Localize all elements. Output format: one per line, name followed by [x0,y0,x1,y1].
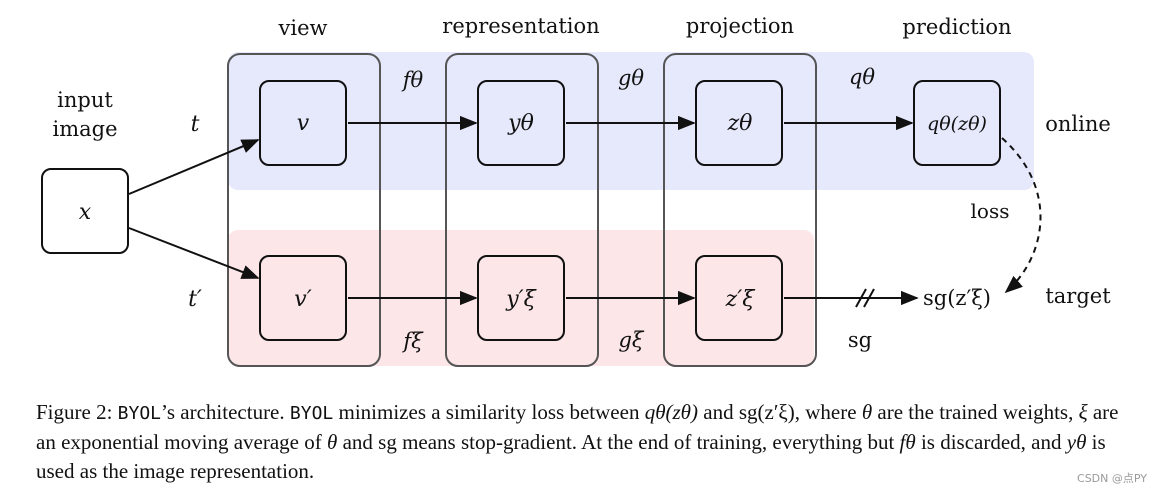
projection-column-frame [663,53,817,367]
caption-text-8: means stop-gradient. At the end of train… [396,430,900,454]
online-band [228,52,1034,190]
label-q-theta: qθ [849,65,875,89]
node-v-prime-label: v′ [294,287,311,312]
caption-expr-q: qθ(zθ) [644,400,698,424]
node-sg-label: sg(z′ξ) [923,286,991,310]
caption-prefix: Figure 2: [36,400,118,424]
stop-gradient-slash-1 [855,288,867,308]
node-v-box [259,80,347,166]
caption-text-10: is used as the image representation. [36,430,1106,483]
caption-text-2: minimizes a similarity loss between [333,400,645,424]
figure-caption: Figure 2: BYOL’s architecture. BYOL mini… [36,398,1126,486]
column-title-representation: representation [442,14,599,38]
caption-text-1: ’s architecture. [161,400,290,424]
edge-x-to-v-prime [128,227,260,279]
branch-label-target: target [1045,284,1111,308]
node-x-label: x [79,200,92,225]
view-column-frame [227,53,381,367]
node-v-prime-box [259,255,347,341]
stop-gradient-slash-2 [863,288,875,308]
caption-text-6: are an exponential moving average of [36,400,1119,454]
node-z-theta-label: zθ [727,111,753,136]
caption-byol-2: BYOL [289,403,334,424]
node-y-theta-label: yθ [507,111,534,136]
watermark: CSDN @点PY [1077,472,1147,485]
caption-theta-2: θ [326,430,338,454]
edge-x-to-v [128,139,260,195]
node-v-label: v [297,111,310,136]
node-z-theta-box [695,80,783,166]
caption-byol-1: BYOL [117,403,162,424]
caption-xi: ξ [1078,400,1088,424]
caption-sg: sg [378,430,397,454]
label-f-theta: fθ [401,68,424,92]
node-y-xi-label: y′ξ [505,287,537,312]
label-t-prime: t′ [188,287,202,312]
caption-text-5: are the trained weights, [872,400,1079,424]
label-loss: loss [971,199,1010,223]
column-title-view: view [278,16,328,40]
representation-column-frame [445,53,599,367]
branch-label-online: online [1045,112,1111,136]
node-x-box [41,168,129,254]
caption-text-3: and [698,400,739,424]
input-label-line1: input [57,88,113,112]
loss-edge [1001,137,1042,294]
node-q-theta-label: qθ(zθ) [927,113,987,135]
column-title-projection: projection [686,14,794,38]
caption-y-theta: yθ [1066,430,1087,454]
input-label-line2: image [52,117,117,141]
column-title-prediction: prediction [902,15,1011,39]
caption-text-4: , where [794,400,862,424]
caption-f-theta: fθ [899,430,916,454]
node-q-theta-box [913,80,1001,166]
label-t: t [191,112,200,137]
node-y-theta-box [477,80,565,166]
node-z-xi-label: z′ξ [725,287,757,312]
caption-expr-sg: sg(z′ξ) [738,400,795,424]
node-y-xi-box [477,255,565,341]
byol-architecture-diagram: view representation projection predictio… [41,14,1111,367]
caption-theta-1: θ [861,400,873,424]
label-f-xi: fξ [401,329,424,353]
label-g-theta: gθ [618,66,644,90]
label-sg: sg [848,328,872,352]
caption-text-9: is discarded, and [915,430,1067,454]
label-g-xi: gξ [618,328,644,352]
node-z-xi-box [695,255,783,341]
caption-text-7: and [337,430,379,454]
